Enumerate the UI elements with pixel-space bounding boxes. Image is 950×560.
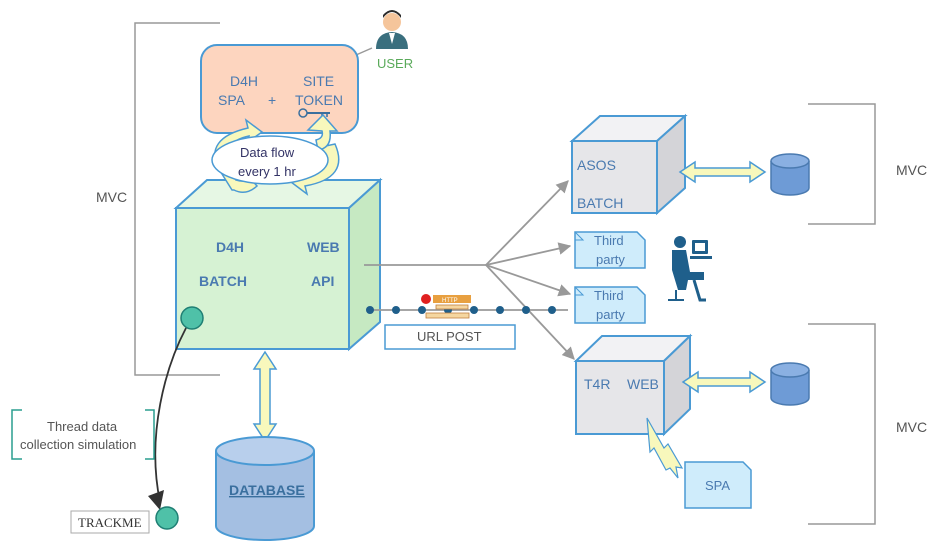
double-arrow-t4r-db [681, 370, 767, 394]
asos-batch-label: BATCH [577, 195, 623, 211]
third-party-2-line2: party [596, 307, 625, 322]
main-cube-connector-dot [180, 306, 204, 330]
person-at-computer-icon [668, 236, 712, 302]
user-label: USER [377, 56, 413, 71]
lightning-connector [646, 417, 684, 479]
mvc-bracket-left [134, 22, 220, 376]
api-fanout-lines [364, 180, 575, 360]
main-database-cylinder [215, 436, 315, 541]
mvc-label-left: MVC [96, 189, 127, 205]
mvc-bracket-right-bottom [808, 323, 876, 525]
main-cube-api: API [311, 273, 334, 289]
spa-token-box [200, 44, 359, 134]
third-party-note-1 [574, 231, 646, 269]
spa-box-spa: SPA [218, 92, 246, 108]
thread-data-line2: collection simulation [20, 437, 136, 452]
third-party-1-line2: party [596, 252, 625, 267]
t4r-web-label: WEB [627, 376, 659, 392]
spa-box-d4h: D4H [230, 73, 258, 89]
spa-box-plus: + [268, 92, 276, 108]
asos-label: ASOS [577, 157, 616, 173]
mvc-label-right-top: MVC [896, 162, 927, 178]
database-icon-t4r [770, 362, 810, 406]
third-party-note-2 [574, 286, 646, 324]
spa-box-site: SITE [303, 73, 334, 89]
spa-box-token: TOKEN [295, 92, 343, 108]
data-flow-bubble [211, 135, 329, 185]
url-post-label: URL POST [417, 329, 482, 344]
main-cube-web: WEB [307, 239, 340, 255]
url-post-dots [366, 306, 556, 314]
asos-cube [569, 113, 688, 216]
main-database-label: DATABASE [229, 482, 305, 498]
trackme-box [70, 510, 150, 534]
third-party-2-line1: Third [594, 288, 624, 303]
third-party-1-line1: Third [594, 233, 624, 248]
mvc-label-right-bottom: MVC [896, 419, 927, 435]
database-icon-asos [770, 153, 810, 196]
spa-note [684, 461, 752, 509]
data-flow-line2: every 1 hr [238, 164, 296, 179]
double-arrow-main-db [252, 350, 278, 443]
main-cube-d4h: D4H [216, 239, 244, 255]
http-packet-label: HTTP [442, 298, 458, 304]
double-arrow-asos-db [678, 160, 767, 184]
thread-data-line1: Thread data [47, 419, 118, 434]
trackme-connector [154, 327, 187, 503]
trackme-dot [155, 506, 179, 530]
mvc-bracket-right-top [808, 103, 876, 225]
main-cube-batch: BATCH [199, 273, 247, 289]
url-post-box [384, 324, 516, 350]
http-packet-icon: HTTP [421, 294, 471, 319]
t4r-label: T4R [584, 376, 610, 392]
trackme-arrowhead [148, 490, 164, 510]
spa-note-label: SPA [705, 478, 730, 493]
thread-data-box [11, 409, 155, 460]
main-cube [173, 177, 383, 352]
data-flow-line1: Data flow [240, 145, 295, 160]
user-icon [376, 10, 408, 49]
trackme-label: TRACKME [78, 515, 142, 530]
